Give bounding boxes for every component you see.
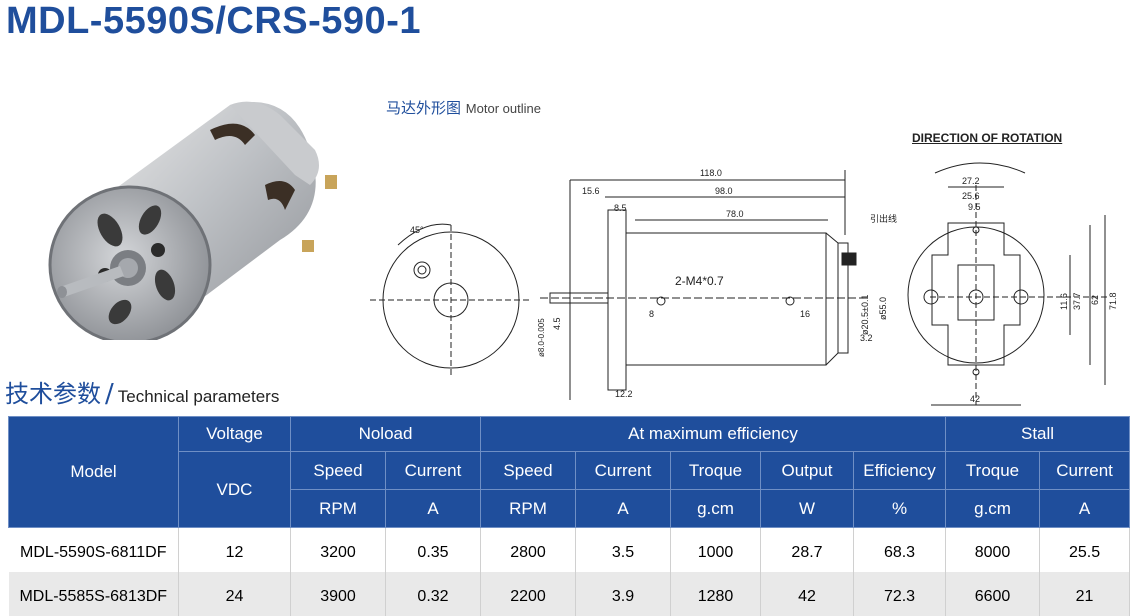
- page-title: MDL-5590S/CRS-590-1: [6, 0, 421, 42]
- dim-3-2: 3.2: [860, 333, 873, 343]
- cell-eff-speed: 2200: [480, 572, 576, 616]
- cell-noload-speed: 3200: [290, 527, 386, 572]
- end-view: 27.2 25.6 9.5 11.6 37.7 62 71.8 42: [907, 162, 1118, 406]
- cell-eff-torque: 1000: [670, 527, 761, 572]
- unit-stall-current: A: [1039, 489, 1131, 528]
- motor-technical-drawing: 45° 118.0 98.0 15.6 8.5 78.0 2-M4*0.7 8 …: [370, 162, 1118, 406]
- table-row: MDL-5585S-6813DF 24 3900 0.32 2200 3.9 1…: [8, 572, 1131, 616]
- unit-noload-speed: RPM: [290, 489, 386, 528]
- cell-stall-torque: 8000: [945, 527, 1041, 572]
- dim-shaft-dia: ø8.0-0.005: [537, 318, 546, 357]
- cell-stall-current: 21: [1039, 572, 1131, 616]
- header-stall: Stall: [945, 416, 1131, 452]
- motor-outline-label: 马达外形图 Motor outline: [386, 97, 541, 118]
- header-eff-output: Output: [760, 451, 854, 490]
- header-eff-efficiency: Efficiency: [852, 451, 947, 490]
- unit-eff-current: A: [575, 489, 671, 528]
- angle-dim: 45°: [410, 225, 424, 235]
- dim-37-7: 37.7: [1072, 292, 1082, 310]
- cell-eff-efficiency: 72.3: [853, 572, 947, 616]
- header-eff-speed: Speed: [480, 451, 576, 490]
- dim-8: 8: [649, 309, 654, 319]
- dim-8-5: 8.5: [614, 203, 627, 213]
- cell-eff-torque: 1280: [670, 572, 761, 616]
- cell-model: MDL-5590S-6811DF: [8, 527, 179, 572]
- motor-photo: [48, 101, 337, 340]
- params-heading-en: Technical parameters: [117, 387, 280, 406]
- cell-eff-output: 42: [760, 572, 854, 616]
- outline-label-en: Motor outline: [465, 101, 541, 116]
- direction-of-rotation-label: DIRECTION OF ROTATION: [912, 131, 1063, 145]
- header-eff-current: Current: [575, 451, 671, 490]
- cell-eff-output: 28.7: [760, 527, 854, 572]
- header-noload-current: Current: [385, 451, 481, 490]
- front-view: 45°: [370, 223, 530, 375]
- side-view: 118.0 98.0 15.6 8.5 78.0 2-M4*0.7 8 16 3…: [537, 168, 897, 400]
- header-noload: Noload: [290, 416, 481, 452]
- unit-eff-speed: RPM: [480, 489, 576, 528]
- dim-27-2: 27.2: [962, 176, 980, 186]
- cell-eff-efficiency: 68.3: [853, 527, 947, 572]
- header-max-efficiency: At maximum efficiency: [479, 416, 947, 452]
- params-heading-slash: /: [105, 379, 114, 409]
- dim-71-8: 71.8: [1108, 292, 1118, 310]
- lead-wire-label: 引出线: [870, 213, 897, 224]
- dim-phi-55: ø55.0: [878, 297, 888, 320]
- cell-voltage: 12: [178, 527, 291, 572]
- dim-62: 62: [1090, 295, 1100, 305]
- dim-78: 78.0: [726, 209, 744, 219]
- dim-4-5: 4.5: [552, 317, 562, 330]
- cell-noload-current: 0.35: [385, 527, 481, 572]
- dim-9-5: 9.5: [968, 202, 981, 212]
- dim-98: 98.0: [715, 186, 733, 196]
- header-eff-torque: Troque: [670, 451, 761, 490]
- cell-model: MDL-5585S-6813DF: [8, 572, 179, 616]
- outline-label-cn: 马达外形图: [386, 99, 462, 117]
- cell-stall-current: 25.5: [1039, 527, 1131, 572]
- dim-phi-20-5: ø20.5±0.1: [860, 295, 870, 335]
- technical-parameters-table: Model Voltage Noload At maximum efficien…: [8, 416, 1131, 616]
- screw-spec: 2-M4*0.7: [675, 274, 724, 288]
- unit-eff-efficiency: %: [852, 489, 947, 528]
- unit-noload-current: A: [385, 489, 481, 528]
- header-stall-torque: Troque: [945, 451, 1041, 490]
- cell-voltage: 24: [178, 572, 291, 616]
- header-model: Model: [8, 416, 179, 528]
- cell-eff-current: 3.5: [575, 527, 671, 572]
- unit-eff-torque: g.cm: [670, 489, 761, 528]
- header-voltage: Voltage: [178, 416, 291, 452]
- cell-noload-current: 0.32: [385, 572, 481, 616]
- dim-118: 118.0: [700, 168, 722, 178]
- technical-parameters-heading: 技术参数/Technical parameters: [5, 374, 279, 409]
- dim-16: 16: [800, 309, 810, 319]
- cell-eff-current: 3.9: [575, 572, 671, 616]
- table-row: MDL-5590S-6811DF 12 3200 0.35 2800 3.5 1…: [8, 527, 1131, 572]
- unit-eff-output: W: [760, 489, 854, 528]
- header-vdc: VDC: [178, 451, 291, 528]
- cell-eff-speed: 2800: [480, 527, 576, 572]
- dim-25-6: 25.6: [962, 191, 980, 201]
- dim-12-2: 12.2: [615, 389, 633, 399]
- dim-15-6: 15.6: [582, 186, 600, 196]
- header-noload-speed: Speed: [290, 451, 386, 490]
- header-stall-current: Current: [1039, 451, 1131, 490]
- dim-11-6: 11.6: [1059, 293, 1069, 310]
- cell-noload-speed: 3900: [290, 572, 386, 616]
- params-heading-cn: 技术参数: [5, 380, 101, 408]
- unit-stall-torque: g.cm: [945, 489, 1041, 528]
- cell-stall-torque: 6600: [945, 572, 1041, 616]
- dim-42: 42: [970, 394, 980, 404]
